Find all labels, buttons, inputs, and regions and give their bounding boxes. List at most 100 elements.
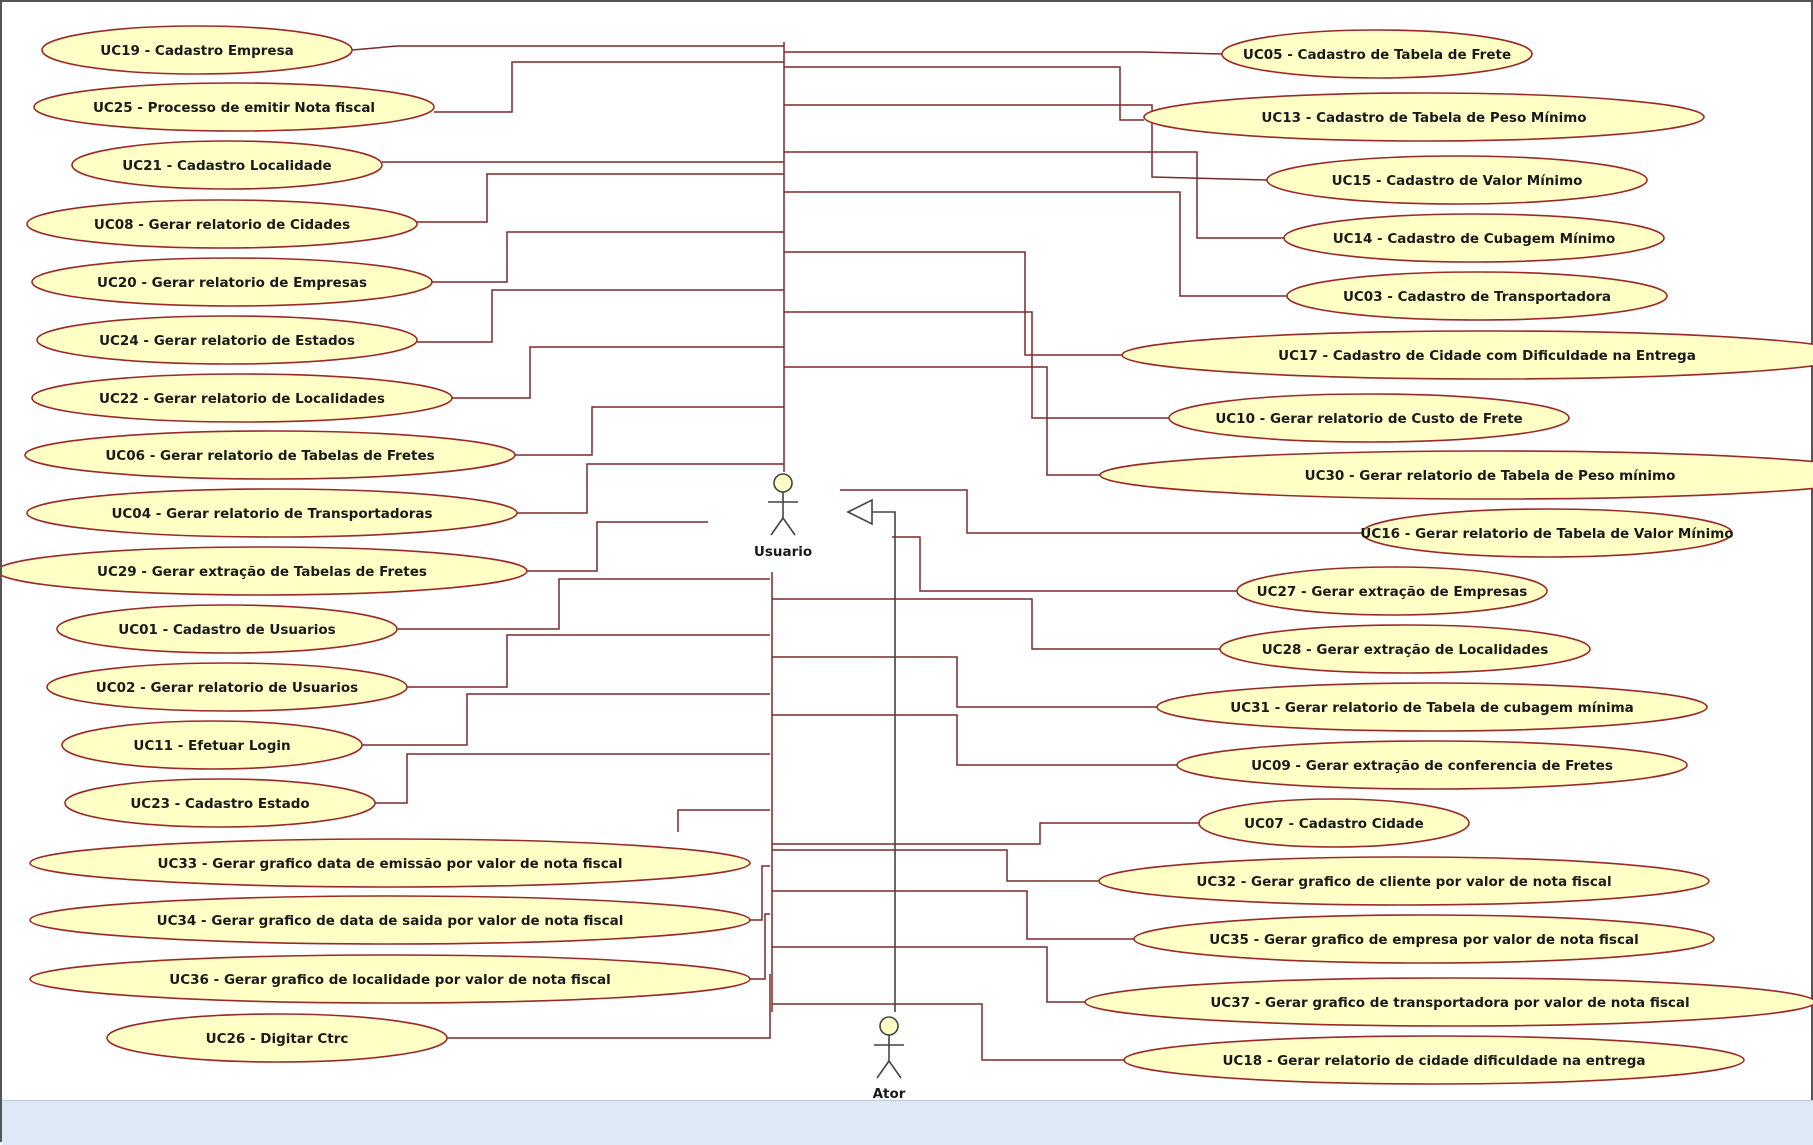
use-case-uc24[interactable]: UC24 - Gerar relatorio de Estados xyxy=(36,315,418,365)
use-case-uc03[interactable]: UC03 - Cadastro de Transportadora xyxy=(1286,271,1668,321)
use-case-uc20[interactable]: UC20 - Gerar relatorio de Empresas xyxy=(31,257,433,307)
association-line xyxy=(447,974,771,1039)
use-case-label: UC11 - Efetuar Login xyxy=(133,738,290,754)
use-case-uc11[interactable]: UC11 - Efetuar Login xyxy=(61,720,363,770)
use-case-uc01[interactable]: UC01 - Cadastro de Usuarios xyxy=(56,604,398,654)
use-case-label: UC05 - Cadastro de Tabela de Frete xyxy=(1243,47,1511,63)
use-case-label: UC04 - Gerar relatorio de Transportadora… xyxy=(111,506,432,522)
use-case-uc04[interactable]: UC04 - Gerar relatorio de Transportadora… xyxy=(26,488,518,538)
use-case-uc37[interactable]: UC37 - Gerar grafico de transportadora p… xyxy=(1084,977,1813,1027)
use-case-uc09[interactable]: UC09 - Gerar extração de conferencia de … xyxy=(1176,740,1688,790)
use-case-label: UC03 - Cadastro de Transportadora xyxy=(1343,289,1611,305)
association-line xyxy=(784,366,1100,476)
use-case-uc25[interactable]: UC25 - Processo de emitir Nota fiscal xyxy=(33,82,435,132)
use-case-uc14[interactable]: UC14 - Cadastro de Cubagem Mínimo xyxy=(1283,213,1665,263)
use-case-uc31[interactable]: UC31 - Gerar relatorio de Tabela de cuba… xyxy=(1156,682,1708,732)
use-case-ellipse xyxy=(26,199,418,249)
status-bar xyxy=(2,1100,1813,1145)
use-case-label: UC07 - Cadastro Cidade xyxy=(1244,816,1424,832)
use-case-ellipse xyxy=(56,604,398,654)
use-case-uc23[interactable]: UC23 - Cadastro Estado xyxy=(64,778,376,828)
use-case-uc36[interactable]: UC36 - Gerar grafico de localidade por v… xyxy=(29,954,751,1004)
use-case-label: UC10 - Gerar relatorio de Custo de Frete xyxy=(1215,411,1522,427)
use-case-label: UC28 - Gerar extração de Localidades xyxy=(1262,642,1549,658)
use-case-ellipse xyxy=(1198,798,1470,848)
association-line xyxy=(397,578,770,630)
use-case-label: UC06 - Gerar relatorio de Tabelas de Fre… xyxy=(105,448,434,464)
use-case-uc16[interactable]: UC16 - Gerar relatorio de Tabela de Valo… xyxy=(1360,508,1734,558)
use-case-uc15[interactable]: UC15 - Cadastro de Valor Mínimo xyxy=(1266,155,1648,205)
use-case-ellipse xyxy=(1123,1035,1745,1085)
use-case-uc26[interactable]: UC26 - Digitar Ctrc xyxy=(106,1013,448,1063)
actor-usuario[interactable]: Usuario xyxy=(754,473,812,560)
use-case-uc34[interactable]: UC34 - Gerar grafico de data de saida po… xyxy=(29,895,751,945)
use-case-ellipse xyxy=(71,140,383,190)
use-case-label: UC16 - Gerar relatorio de Tabela de Valo… xyxy=(1360,526,1733,542)
association-line xyxy=(784,151,1284,239)
use-case-label: UC35 - Gerar grafico de empresa por valo… xyxy=(1209,932,1638,948)
association-line xyxy=(772,890,1134,940)
use-case-ellipse xyxy=(24,430,516,480)
association-line xyxy=(772,656,1157,708)
use-case-uc08[interactable]: UC08 - Gerar relatorio de Cidades xyxy=(26,199,418,249)
use-case-uc32[interactable]: UC32 - Gerar grafico de cliente por valo… xyxy=(1098,856,1710,906)
use-case-label: UC15 - Cadastro de Valor Mínimo xyxy=(1332,173,1583,189)
use-case-label: UC30 - Gerar relatorio de Tabela de Peso… xyxy=(1305,468,1676,484)
use-case-ellipse xyxy=(1286,271,1668,321)
use-case-label: UC09 - Gerar extração de conferencia de … xyxy=(1251,758,1613,774)
use-case-uc30[interactable]: UC30 - Gerar relatorio de Tabela de Peso… xyxy=(1099,450,1813,500)
association-line xyxy=(784,191,1287,297)
use-case-ellipse xyxy=(29,838,751,888)
use-case-ellipse xyxy=(1156,682,1708,732)
association-lines xyxy=(351,42,1362,1061)
use-case-label: UC29 - Gerar extração de Tabelas de Fret… xyxy=(97,564,427,580)
use-case-label: UC25 - Processo de emitir Nota fiscal xyxy=(93,100,375,116)
actor-head-icon xyxy=(773,473,793,493)
use-case-ellipse xyxy=(41,25,353,75)
use-case-ellipse xyxy=(106,1013,448,1063)
use-case-label: UC20 - Gerar relatorio de Empresas xyxy=(97,275,367,291)
use-case-uc27[interactable]: UC27 - Gerar extração de Empresas xyxy=(1236,566,1548,616)
use-case-uc13[interactable]: UC13 - Cadastro de Tabela de Peso Mínimo xyxy=(1143,92,1705,142)
association-line xyxy=(362,693,770,746)
association-line xyxy=(452,346,784,399)
use-case-uc17[interactable]: UC17 - Cadastro de Cidade com Dificuldad… xyxy=(1121,330,1813,380)
use-case-uc05[interactable]: UC05 - Cadastro de Tabela de Frete xyxy=(1221,29,1533,79)
use-case-label: UC33 - Gerar grafico data de emissão por… xyxy=(158,856,623,872)
association-line xyxy=(772,822,1199,845)
use-case-label: UC27 - Gerar extração de Empresas xyxy=(1257,584,1528,600)
use-case-ellipse xyxy=(33,82,435,132)
use-case-uc18[interactable]: UC18 - Gerar relatorio de cidade dificul… xyxy=(1123,1035,1745,1085)
actor-ator[interactable]: Ator xyxy=(873,1016,906,1102)
use-case-ellipse xyxy=(29,895,751,945)
association-line xyxy=(840,489,1362,534)
use-case-uc10[interactable]: UC10 - Gerar relatorio de Custo de Frete xyxy=(1168,393,1570,443)
use-case-uc33[interactable]: UC33 - Gerar grafico data de emissão por… xyxy=(29,838,751,888)
use-case-uc29[interactable]: UC29 - Gerar extração de Tabelas de Fret… xyxy=(2,546,528,596)
use-case-uc28[interactable]: UC28 - Gerar extração de Localidades xyxy=(1219,624,1591,674)
actor-label-ator: Ator xyxy=(873,1086,906,1102)
use-case-uc21[interactable]: UC21 - Cadastro Localidade xyxy=(71,140,383,190)
actor-head-icon xyxy=(879,1016,899,1036)
association-line xyxy=(527,521,708,572)
use-case-label: UC31 - Gerar relatorio de Tabela de cuba… xyxy=(1230,700,1634,716)
use-case-uc02[interactable]: UC02 - Gerar relatorio de Usuarios xyxy=(46,662,408,712)
use-case-ellipse xyxy=(1221,29,1533,79)
use-case-label: UC14 - Cadastro de Cubagem Mínimo xyxy=(1333,231,1616,247)
use-case-uc07[interactable]: UC07 - Cadastro Cidade xyxy=(1198,798,1470,848)
use-case-label: UC19 - Cadastro Empresa xyxy=(100,43,293,59)
use-case-label: UC08 - Gerar relatorio de Cidades xyxy=(94,217,350,233)
use-case-uc19[interactable]: UC19 - Cadastro Empresa xyxy=(41,25,353,75)
association-line xyxy=(375,753,770,804)
use-case-ellipse xyxy=(31,373,453,423)
association-line xyxy=(677,809,770,832)
use-case-ellipse xyxy=(1099,450,1813,500)
use-case-uc35[interactable]: UC35 - Gerar grafico de empresa por valo… xyxy=(1133,914,1715,964)
use-case-uc22[interactable]: UC22 - Gerar relatorio de Localidades xyxy=(31,373,453,423)
use-case-uc06[interactable]: UC06 - Gerar relatorio de Tabelas de Fre… xyxy=(24,430,516,480)
association-line xyxy=(772,1003,1124,1061)
association-line xyxy=(750,913,770,980)
actor-label-usuario: Usuario xyxy=(754,544,812,560)
use-case-ellipse xyxy=(2,546,528,596)
use-case-label: UC34 - Gerar grafico de data de saida po… xyxy=(157,913,624,929)
